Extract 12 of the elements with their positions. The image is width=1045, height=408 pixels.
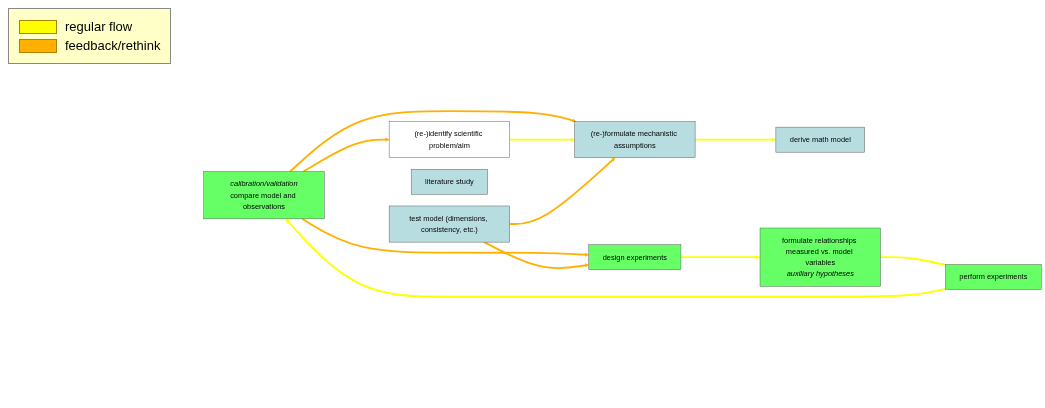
arrow [285,218,947,298]
arrow [508,137,575,142]
legend-label: regular flow [65,19,133,34]
arrow [680,255,761,260]
arrow [301,217,589,257]
arrow [289,110,577,173]
arrow [879,256,946,267]
arrow [508,157,616,225]
legend-label: feedback/rethink [65,38,161,53]
arrow [302,137,390,173]
arrow [694,137,777,142]
arrow [483,241,589,270]
